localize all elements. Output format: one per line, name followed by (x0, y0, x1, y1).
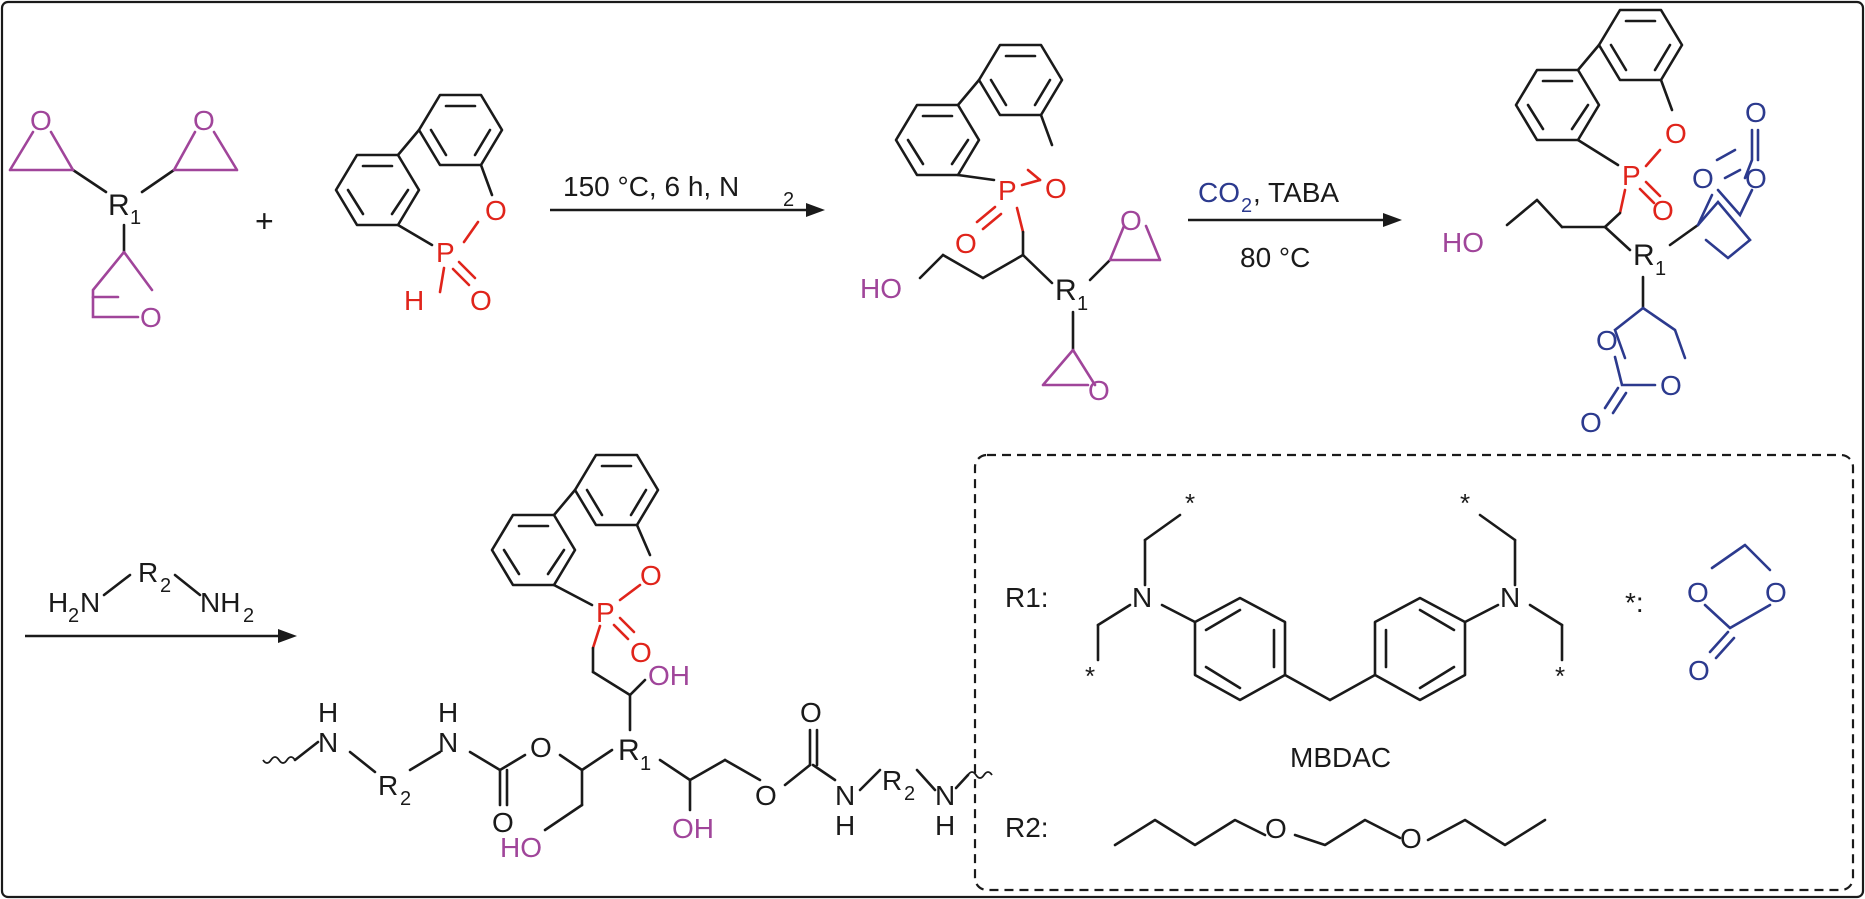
polymer-right-amine-h: H (935, 810, 955, 841)
product-carbonate-bottom-o1: O (1596, 325, 1618, 356)
polymer-ring-oxygen: O (640, 560, 662, 591)
polymer-right-carbamate-h: H (835, 810, 855, 841)
polymer-left-carbonyl-oxygen: O (492, 807, 514, 838)
epoxide-o-bottom: O (140, 302, 162, 333)
legend-box: R1: N * * N * * MBDAC *: O (973, 453, 1855, 892)
mbdac-star-1: * (1185, 488, 1195, 518)
amine-h-sub: 2 (68, 605, 79, 627)
polymer-left-carbamate-h: H (438, 697, 458, 728)
mbdac-n-right: N (1500, 582, 1520, 613)
plus-sign: + (255, 203, 274, 239)
polymer-right-ester-oxygen: O (755, 780, 777, 811)
triepoxide-molecule: R 1 O O O (8, 105, 239, 333)
product-carbonate-right-o2: O (1745, 163, 1767, 194)
legend-r2-label: R2: (1005, 812, 1049, 843)
dopo-epoxide-intermediate: O P O HO R 1 O O (860, 43, 1162, 406)
intermediate-ring-oxygen: O (1045, 173, 1067, 204)
polymer-phosphorus: P (596, 597, 615, 628)
polymer-product: O P O OH R 1 O HO O N H R 2 N H (262, 453, 993, 863)
polymer-right-amine-n: N (935, 780, 955, 811)
polymer-left-carbamate-n: N (438, 727, 458, 758)
mbdac-n-left: N (1132, 582, 1152, 613)
mbdac-name: MBDAC (1290, 742, 1391, 773)
reaction-arrow-2: CO 2 , TABA 80 °C (1188, 177, 1402, 273)
product-carbonate-right-o3: O (1745, 97, 1767, 128)
mbdac-star-3: * (1460, 488, 1470, 518)
epoxide-o-left: O (30, 105, 52, 136)
product-carbonate-bottom-o2: O (1660, 370, 1682, 401)
product-phosphoryl-oxygen: O (1652, 195, 1674, 226)
polymer-right-hydroxyl: OH (672, 813, 714, 844)
intermediate-r1-label: R (1055, 274, 1077, 307)
polymer-top-hydroxyl: OH (648, 660, 690, 691)
arrow2-reagent-co: CO (1198, 177, 1240, 208)
star-carbonate-o3: O (1688, 655, 1710, 686)
polymer-r1-label: R (618, 734, 640, 767)
product-carbonate-bottom-o3: O (1580, 407, 1602, 438)
r2-ether-oxygen-2: O (1400, 823, 1422, 854)
star-carbonate-o1: O (1687, 577, 1709, 608)
legend-star-label: *: (1625, 587, 1644, 618)
dopo-phosphoryl-oxygen: O (470, 285, 492, 316)
product-carbonate-right-o1: O (1692, 163, 1714, 194)
polymer-right-r2-sub: 2 (904, 783, 915, 805)
r1-core-label: R (108, 189, 130, 222)
amine-nh: NH (200, 587, 240, 618)
arrow2-reagent-rest: , TABA (1253, 177, 1339, 208)
polymer-left-amine-n: N (318, 727, 338, 758)
intermediate-phosphoryl-oxygen: O (955, 228, 977, 259)
polymer-phosphoryl-oxygen: O (630, 637, 652, 668)
amine-nh-sub: 2 (243, 605, 254, 627)
r2-ether-oxygen-1: O (1265, 813, 1287, 844)
product-r1-label: R (1633, 239, 1655, 272)
arrow1-conditions-sub: 2 (783, 189, 794, 211)
mbdac-star-4: * (1555, 661, 1565, 691)
dopo-hydrogen: H (404, 285, 424, 316)
polymer-left-amine-h: H (318, 697, 338, 728)
polymer-left-ester-oxygen: O (530, 732, 552, 763)
mbdac-star-2: * (1085, 661, 1095, 691)
intermediate-phosphorus: P (998, 175, 1017, 206)
product-hydroxyl: HO (1442, 227, 1484, 258)
reaction-arrow-3: H 2 N R 2 NH 2 (25, 557, 297, 643)
polymer-r1-sub: 1 (640, 753, 651, 775)
intermediate-r1-sub: 1 (1077, 293, 1088, 315)
polymer-right-r2: R (882, 765, 902, 796)
dopo-molecule: O P O H (334, 93, 507, 316)
polymer-bottom-hydroxyl: HO (500, 832, 542, 863)
cyclic-carbonate-product: O P O HO R 1 O O O O O O (1442, 8, 1767, 438)
polymer-left-r2: R (378, 770, 398, 801)
arrow2-reagent-sub: 2 (1241, 195, 1252, 217)
intermediate-hydroxyl: HO (860, 273, 902, 304)
epoxide-o-right: O (193, 105, 215, 136)
arrow2-temperature: 80 °C (1240, 242, 1310, 273)
intermediate-epoxide-o-right: O (1120, 205, 1142, 236)
amine-h: H (48, 587, 68, 618)
intermediate-epoxide-o-bottom: O (1088, 375, 1110, 406)
star-carbonate-o2: O (1765, 577, 1787, 608)
dopo-ring-oxygen: O (485, 195, 507, 226)
arrow1-conditions: 150 °C, 6 h, N (563, 171, 739, 202)
product-r1-sub: 1 (1655, 258, 1666, 280)
dopo-phosphorus: P (436, 237, 455, 268)
legend-r1-label: R1: (1005, 582, 1049, 613)
amine-r2-sub: 2 (160, 575, 171, 597)
polymer-left-r2-sub: 2 (400, 788, 411, 810)
r1-core-subscript: 1 (130, 207, 141, 229)
amine-n-left: N (80, 587, 100, 618)
product-phosphorus: P (1622, 160, 1641, 191)
polymer-right-carbonyl-oxygen: O (800, 697, 822, 728)
product-ring-oxygen: O (1665, 118, 1687, 149)
amine-r2: R (138, 557, 158, 588)
polymer-right-carbamate-n: N (835, 780, 855, 811)
reaction-arrow-1: 150 °C, 6 h, N 2 (550, 171, 825, 217)
